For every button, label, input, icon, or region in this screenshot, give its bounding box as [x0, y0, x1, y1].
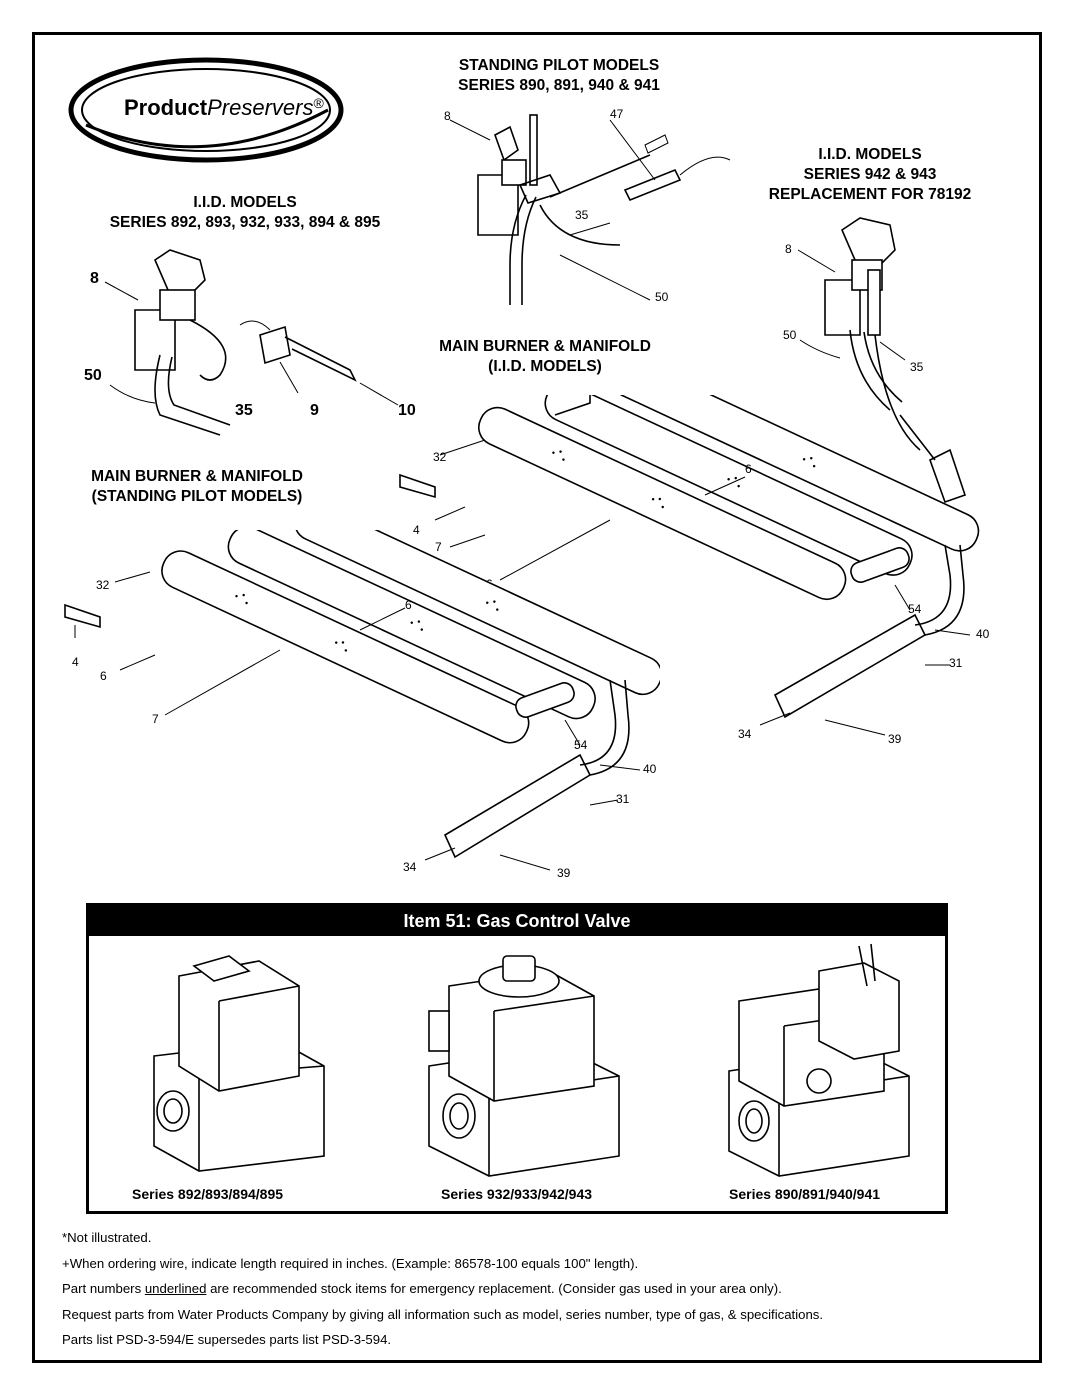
callout-7: 7 — [152, 712, 159, 726]
heading-line: MAIN BURNER & MANIFOLD — [439, 338, 651, 355]
heading-line: REPLACEMENT FOR 78192 — [768, 186, 972, 203]
series-label-890: Series 890/891/940/941 — [729, 1186, 881, 1202]
gas-control-valve-panel: Item 51: Gas Control Valve — [86, 903, 948, 1214]
standing-pilot-heading: STANDING PILOT MODELS SERIES 890, 891, 9… — [444, 56, 674, 96]
callout-50: 50 — [84, 367, 102, 384]
callout-8: 8 — [785, 242, 792, 256]
callout-9: 9 — [310, 402, 319, 419]
valve-illustration-890 — [719, 941, 919, 1181]
callout-34: 34 — [738, 727, 752, 741]
note-supersedes: Parts list PSD-3-594/E supersedes parts … — [62, 1332, 392, 1347]
iid-right-heading: I.I.D. MODELS SERIES 942 & 943 REPLACEME… — [755, 145, 985, 205]
valve-section-title: Item 51: Gas Control Valve — [89, 906, 945, 936]
heading-line: (STANDING PILOT MODELS) — [91, 488, 303, 505]
callout-10: 10 — [398, 402, 416, 419]
heading-line: STANDING PILOT MODELS — [458, 57, 660, 74]
callout-35: 35 — [235, 402, 253, 419]
callout-50: 50 — [655, 290, 669, 304]
series-label-892: Series 892/893/894/895 — [132, 1186, 284, 1202]
callout-31: 31 — [616, 792, 630, 806]
callout-4: 4 — [72, 655, 79, 669]
callout-6: 6 — [100, 669, 107, 683]
note-underlined-post: are recommended stock items for emergenc… — [206, 1281, 782, 1296]
callout-8: 8 — [444, 109, 451, 123]
note-underlined: Part numbers underlined are recommended … — [62, 1276, 1022, 1302]
heading-line: (I.I.D. MODELS) — [488, 358, 602, 375]
standing-pilot-illustration: 8 47 35 50 — [440, 105, 760, 315]
callout-32: 32 — [96, 578, 110, 592]
callout-4: 4 — [413, 523, 420, 537]
callout-40: 40 — [643, 762, 657, 776]
callout-39: 39 — [888, 732, 902, 746]
valve-illustration-892 — [139, 946, 339, 1181]
valve-illustration-932 — [419, 946, 639, 1181]
note-underlined-pre: Part numbers — [62, 1281, 145, 1296]
callout-7: 7 — [435, 540, 442, 554]
note-underlined-word: underlined — [144, 1281, 207, 1296]
callout-6: 6 — [745, 462, 752, 476]
burner-sp-heading: MAIN BURNER & MANIFOLD (STANDING PILOT M… — [77, 467, 317, 507]
note-wire: +When ordering wire, indicate length req… — [62, 1255, 639, 1271]
burner-sp-illustration: 32 6 4 6 7 54 40 31 34 39 — [60, 501, 663, 890]
callout-47: 47 — [610, 107, 624, 121]
page-border — [32, 32, 1042, 1363]
callout-34: 34 — [403, 860, 417, 874]
heading-line: I.I.D. MODELS — [193, 194, 297, 211]
callout-54: 54 — [574, 738, 588, 752]
callout-39: 39 — [557, 866, 571, 880]
logo-word-preservers: Preservers — [207, 95, 314, 120]
iid-right-pilot-illustration: 8 50 35 — [780, 210, 1000, 510]
logo-registered-mark: ® — [313, 95, 324, 111]
burner-iid-heading: MAIN BURNER & MANIFOLD (I.I.D. MODELS) — [425, 337, 665, 377]
callout-31: 31 — [949, 656, 963, 670]
heading-line: SERIES 942 & 943 — [803, 166, 937, 183]
callout-8: 8 — [90, 270, 99, 287]
heading-line: SERIES 892, 893, 932, 933, 894 & 895 — [109, 214, 381, 231]
heading-line: SERIES 890, 891, 940 & 941 — [458, 77, 660, 94]
callout-40: 40 — [976, 627, 990, 641]
product-preservers-logo: ProductPreservers® — [66, 55, 346, 165]
iid-left-heading: I.I.D. MODELS SERIES 892, 893, 932, 933,… — [85, 193, 405, 233]
callout-35: 35 — [910, 360, 924, 374]
callout-50: 50 — [783, 328, 797, 342]
callout-32: 32 — [433, 450, 447, 464]
footnotes: *Not illustrated. +When ordering wire, i… — [62, 1225, 1022, 1353]
series-label-932: Series 932/933/942/943 — [441, 1186, 593, 1202]
callout-6: 6 — [405, 598, 412, 612]
note-not-illustrated: *Not illustrated. — [62, 1230, 152, 1245]
note-request: Request parts from Water Products Compan… — [62, 1306, 824, 1322]
iid-left-pilot-illustration: 8 50 35 9 10 — [80, 245, 430, 445]
logo-word-product: Product — [124, 95, 208, 120]
heading-line: I.I.D. MODELS — [818, 146, 922, 163]
callout-54: 54 — [908, 602, 922, 616]
callout-35: 35 — [575, 208, 589, 222]
burner-iid-illustration: 32 6 4 7 6 54 40 31 34 39 — [395, 358, 1005, 755]
heading-line: MAIN BURNER & MANIFOLD — [91, 468, 303, 485]
